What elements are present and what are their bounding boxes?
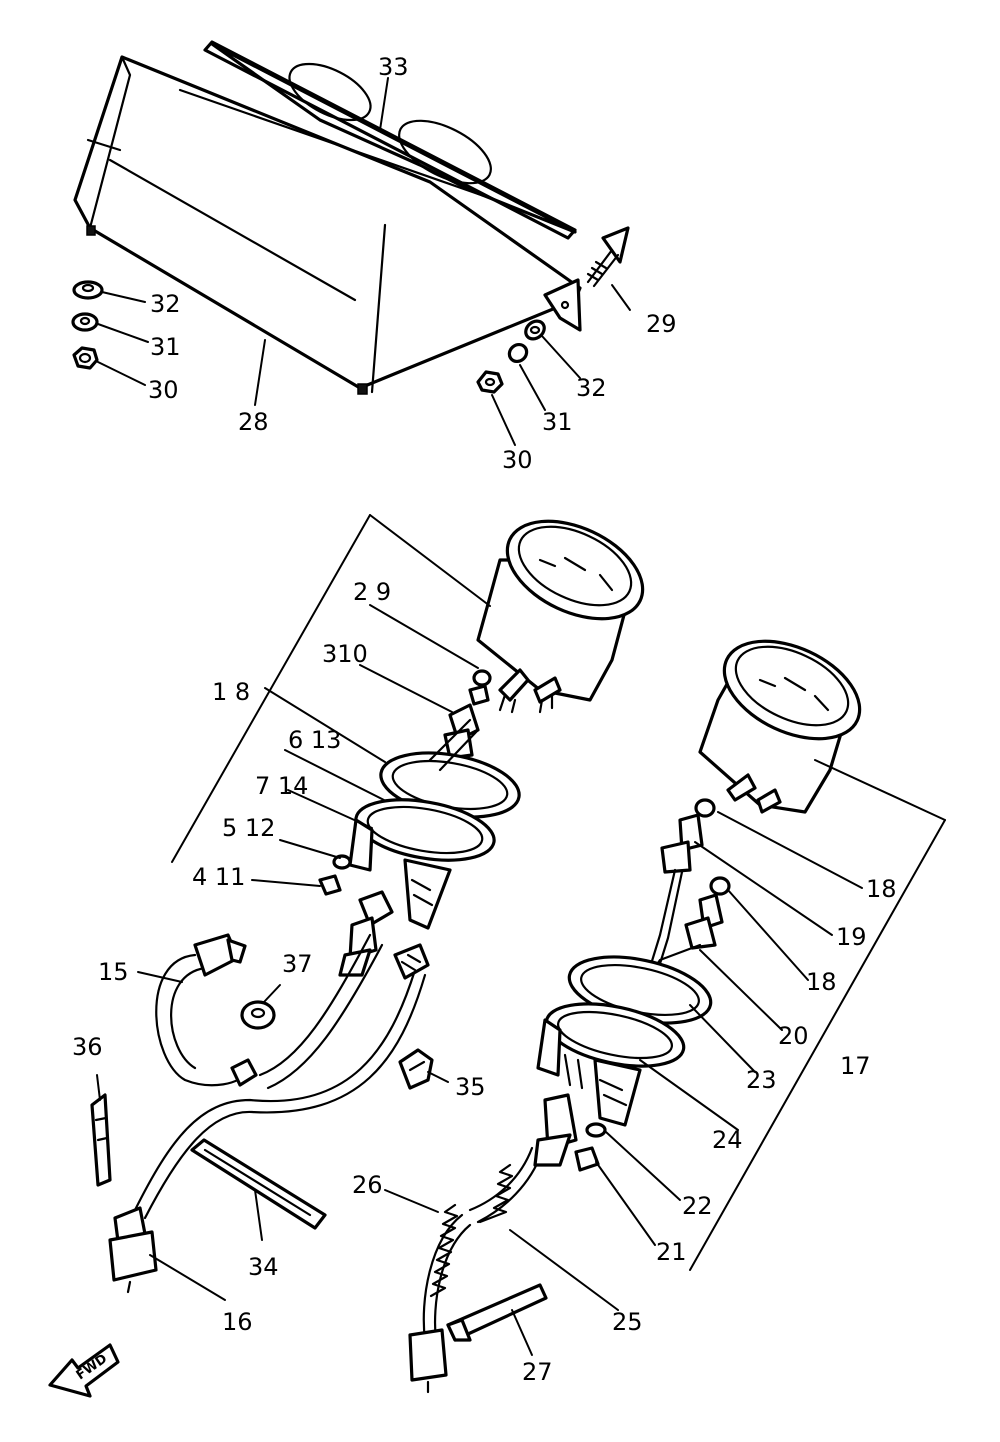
callout-5-12: 5 12 xyxy=(222,814,275,842)
washer-right-part xyxy=(507,342,529,364)
nut-lower-gauge-part xyxy=(574,1146,600,1172)
cushion-right-part xyxy=(524,319,546,341)
callout-25: 25 xyxy=(612,1308,643,1336)
callout-34: 34 xyxy=(248,1253,279,1281)
cable-sensor-left-part xyxy=(108,1206,158,1294)
callout-21: 21 xyxy=(656,1238,687,1266)
callout-32-left: 32 xyxy=(150,290,181,318)
callout-1-8: 1 8 xyxy=(212,678,250,706)
callout-22: 22 xyxy=(682,1192,713,1220)
callout-6-13: 6 13 xyxy=(288,726,341,754)
callout-15: 15 xyxy=(98,958,129,986)
meter-damper-upper-part xyxy=(348,798,496,930)
nut-left-part xyxy=(72,346,99,370)
callout-33: 33 xyxy=(378,53,409,81)
callout-28: 28 xyxy=(238,408,269,436)
callout-30-left: 30 xyxy=(148,376,179,404)
callout-20: 20 xyxy=(778,1022,809,1050)
callout-27: 27 xyxy=(522,1358,553,1386)
callout-3-10: 310 xyxy=(322,640,368,668)
callout-30-right: 30 xyxy=(502,446,533,474)
cable-assembly-left-part xyxy=(133,933,430,1220)
spring-washer-right-part xyxy=(585,1122,607,1138)
cushion-left-part xyxy=(72,280,104,300)
meter-lamp-upper-part xyxy=(468,669,492,706)
forward-arrow-icon: FWD xyxy=(48,1343,120,1398)
meter-cover-part xyxy=(73,55,582,395)
callout-36: 36 xyxy=(72,1033,103,1061)
meter-gauge-upper-part xyxy=(476,519,645,714)
callout-4-11: 4 11 xyxy=(192,863,245,891)
leader-lines xyxy=(96,77,946,1356)
cable-assembly-right-part xyxy=(408,1093,578,1394)
callout-2-9: 2 9 xyxy=(353,578,391,606)
cable-band-left-part xyxy=(90,1093,112,1187)
callout-29: 29 xyxy=(646,310,677,338)
callout-35: 35 xyxy=(455,1073,486,1101)
callout-16: 16 xyxy=(222,1308,253,1336)
cable-clip-part xyxy=(398,1048,434,1090)
meter-gauge-lower-part xyxy=(698,639,862,814)
callout-23: 23 xyxy=(746,1066,777,1094)
lamp-socket-upper-part xyxy=(443,703,480,760)
callout-31-right: 31 xyxy=(542,408,573,436)
callout-32-right: 32 xyxy=(576,374,607,402)
meter-gasket-part xyxy=(203,40,577,240)
callout-19: 19 xyxy=(836,923,867,951)
callout-7-14: 7 14 xyxy=(255,772,308,800)
screw-part xyxy=(586,226,630,288)
callout-18-upper: 18 xyxy=(866,875,897,903)
cable-spring-part xyxy=(429,1163,514,1298)
callout-37: 37 xyxy=(282,950,313,978)
grommet-part xyxy=(240,1000,276,1030)
callout-31-left: 31 xyxy=(150,333,181,361)
nut-upper-gauge-part xyxy=(318,874,342,896)
lamp-socket-right-part xyxy=(660,813,704,874)
callout-24: 24 xyxy=(712,1126,743,1154)
callout-17: 17 xyxy=(840,1052,871,1080)
callout-26: 26 xyxy=(352,1171,383,1199)
washer-left-part xyxy=(71,312,99,332)
bulb-right-1-part xyxy=(694,798,716,818)
callout-18-lower: 18 xyxy=(806,968,837,996)
spring-washer-upper-part xyxy=(332,854,352,870)
cable-band-lower-part xyxy=(446,1283,548,1342)
nut-right-part xyxy=(476,370,504,394)
bulb-right-2-part xyxy=(684,876,731,950)
meter-damper-right-part xyxy=(536,1002,686,1127)
cable-band-middle-part xyxy=(190,1138,327,1230)
upper-gauge-connector-part xyxy=(338,890,394,977)
